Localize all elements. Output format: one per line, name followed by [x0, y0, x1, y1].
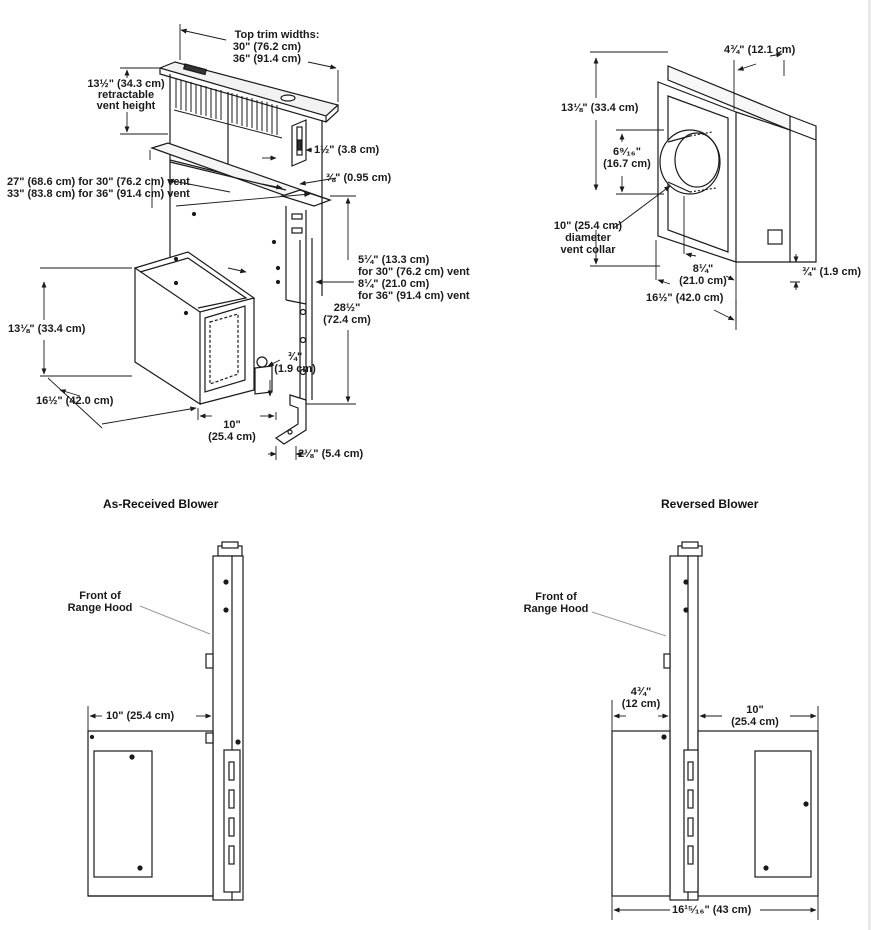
- box-height-label: 13⅛" (33.4 cm): [561, 102, 639, 114]
- vent-collar-label-2: diameter: [565, 232, 611, 244]
- reversed-4-3-4-label-1: 4¾": [630, 686, 652, 698]
- front-of-hood-label-2: Range Hood: [67, 602, 133, 614]
- reversed-4-3-4-label-2: (12 cm): [621, 698, 661, 710]
- top-left-dimension-lines: [40, 24, 356, 460]
- blower-box-collar-drawing: [657, 65, 817, 263]
- dim-10-label-2: (25.4 cm): [208, 431, 256, 443]
- dim-4-3-4-label: 4¾" (12.1 cm): [724, 44, 796, 56]
- dim-3-4-label-1: ¾": [287, 351, 303, 363]
- dim-10-label-1: 10": [223, 419, 241, 431]
- reversed-dimension-lines: [591, 611, 819, 920]
- dim-8-label-2: for 36" (91.4 cm) vent: [358, 290, 470, 302]
- blower-height-label: 13⅛" (33.4 cm): [8, 323, 86, 335]
- downdraft-vent-iso-drawing: [133, 61, 340, 445]
- collar-depth-label-1: 6⁹⁄₁₆": [613, 146, 641, 158]
- vent-collar-label-1: 10" (25.4 cm): [553, 220, 623, 232]
- trim-width-label-title: Top trim widths:: [234, 29, 320, 41]
- blower-depth-label: 16½" (42.0 cm): [36, 395, 114, 407]
- dim-28-label-1: 28½": [333, 302, 361, 314]
- top-right-dimension-lines: [590, 51, 800, 330]
- vent-collar-label-3: vent collar: [560, 244, 616, 256]
- collar-offset-label-1: 8¼": [692, 263, 714, 275]
- collar-offset-label-2: (21.0 cm): [679, 275, 727, 287]
- dim-3-8-label: ⅜" (0.95 cm): [326, 172, 392, 184]
- reversed-10-label-2: (25.4 cm): [731, 716, 779, 728]
- as-received-dimension-lines: [87, 605, 214, 731]
- reversed-title: Reversed Blower: [661, 497, 759, 511]
- box-depth-label: 16½" (42.0 cm): [646, 292, 724, 304]
- dim-28-label-2: (72.4 cm): [323, 314, 371, 326]
- collar-depth-label-2: (16.7 cm): [603, 158, 651, 170]
- trim-width-label-30: 30" (76.2 cm): [232, 41, 302, 53]
- dim-8-label-1: 8¼" (21.0 cm): [358, 278, 430, 290]
- dim-1-5-label: 1½" (3.8 cm): [314, 144, 380, 156]
- vent-height-label-1: 13½" (34.3 cm): [87, 78, 165, 90]
- dim-5-label-1: 5¼" (13.3 cm): [358, 254, 430, 266]
- dim-3-4-label-2: (1.9 cm): [274, 363, 316, 375]
- dim-3-4-right-label: ¾" (1.9 cm): [802, 266, 862, 278]
- width-36-label: 33" (83.8 cm) for 36" (91.4 cm) vent: [7, 188, 190, 200]
- width-30-label: 27" (68.6 cm) for 30" (76.2 cm) vent: [7, 176, 190, 188]
- vent-height-label-2: retractable: [97, 89, 155, 101]
- front-of-hood-label-1: Front of: [79, 590, 121, 602]
- trim-width-label-36: 36" (91.4 cm): [232, 53, 302, 65]
- dim-5-label-2: for 30" (76.2 cm) vent: [358, 266, 470, 278]
- vent-height-label-3: vent height: [96, 100, 156, 112]
- reversed-front-label-1: Front of: [535, 591, 577, 603]
- reversed-front-label-2: Range Hood: [523, 603, 589, 615]
- as-received-blower-drawing: [87, 541, 244, 901]
- dim-2-1-8-label: 2⅛" (5.4 cm): [298, 448, 364, 460]
- reversed-10-label-1: 10": [746, 704, 764, 716]
- right-edge-strip: [868, 0, 871, 930]
- as-received-title: As-Received Blower: [103, 497, 219, 511]
- reversed-total-width-label: 16¹⁵⁄₁₆" (43 cm): [672, 904, 752, 916]
- as-received-offset-label: 10" (25.4 cm): [106, 710, 175, 722]
